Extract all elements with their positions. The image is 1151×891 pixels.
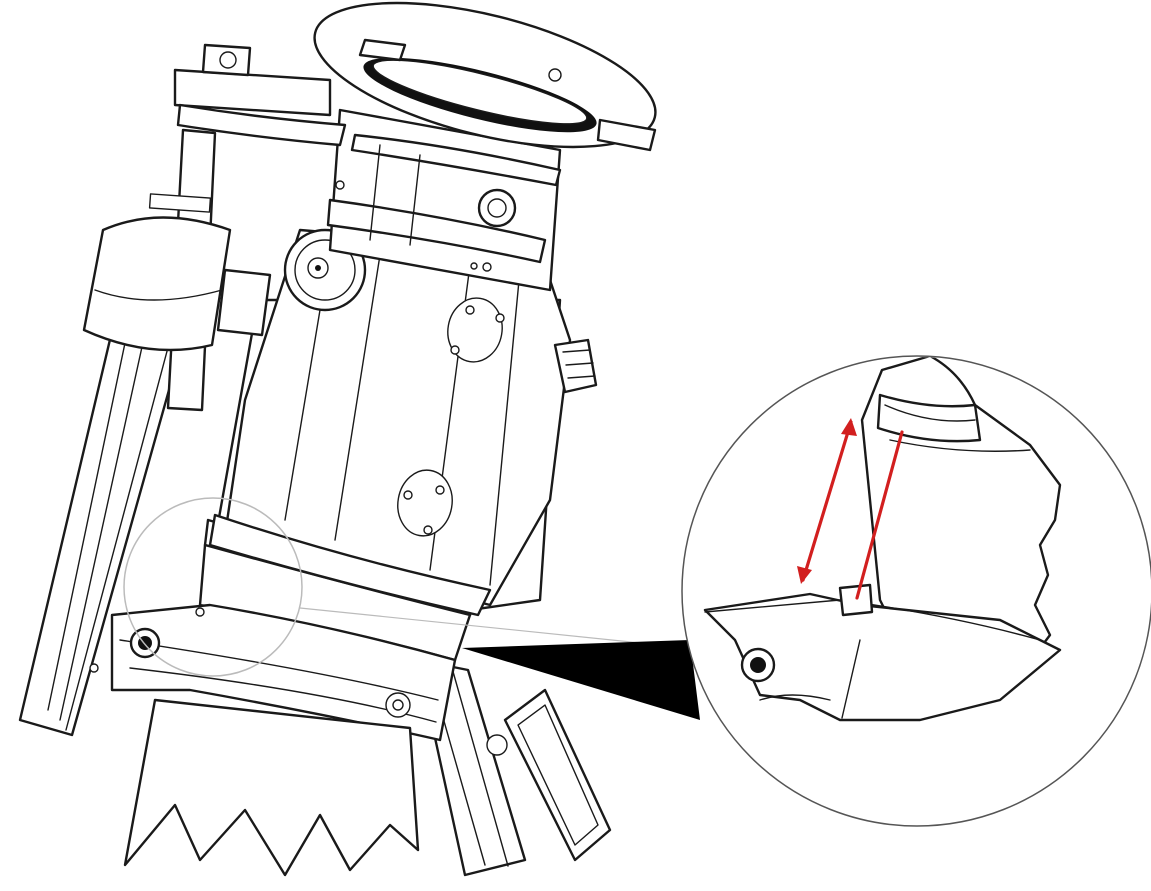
red-gap-rod — [855, 430, 904, 600]
red-double-arrow — [801, 420, 853, 582]
upper-assembly — [326, 108, 562, 292]
connector-wedge — [462, 640, 700, 720]
detail-inset — [681, 355, 1151, 827]
detail-source-circle — [123, 497, 303, 677]
top-arm-assembly — [173, 43, 347, 147]
detail-inset-content — [703, 357, 1062, 722]
ra-housing — [208, 228, 598, 617]
fasteners — [195, 180, 492, 617]
lower-leg-break — [123, 698, 420, 877]
connector-line-upper — [299, 607, 691, 649]
clamp-handle — [486, 688, 612, 862]
top-saddle-plate — [313, 1, 657, 152]
red-arrow-head-top — [841, 418, 857, 436]
counterweight-rod — [82, 128, 272, 412]
red-arrow-head-bottom — [797, 566, 812, 584]
